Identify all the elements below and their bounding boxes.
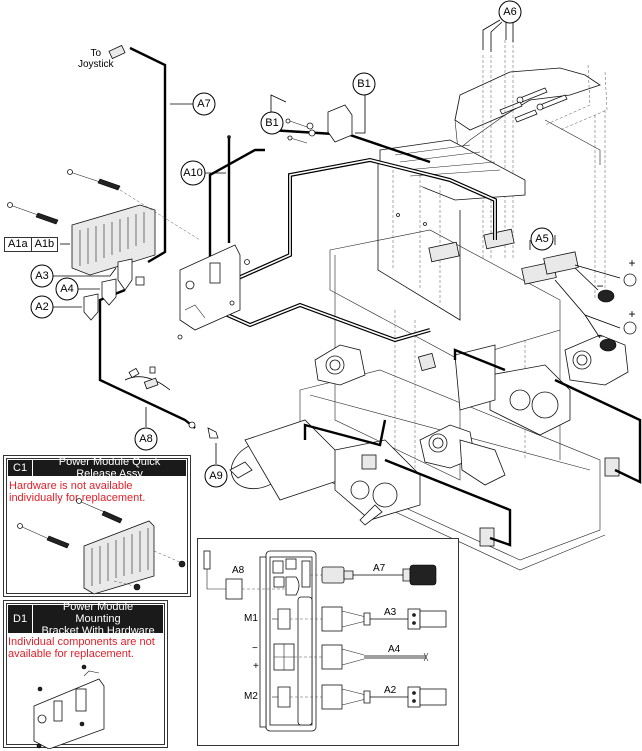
battery-terminal-positive xyxy=(623,321,637,335)
power-module xyxy=(7,169,201,276)
negative-terminal-label: − xyxy=(596,279,603,293)
inset-d1-note: Individual components are not available … xyxy=(8,636,155,660)
chassis-frame xyxy=(229,40,637,571)
wiring-label-a3: A3 xyxy=(384,607,397,618)
inset-c1-header: C1 Power Module Quick Release Assy xyxy=(8,456,186,480)
wiring-label-plus: + xyxy=(253,661,259,672)
bolt xyxy=(516,87,548,104)
a8-connector xyxy=(128,366,159,390)
callout-a9: A9 xyxy=(204,443,228,488)
harness-connectors xyxy=(83,258,145,321)
bolt xyxy=(536,94,568,111)
callouts: A6 A7 B1 B1 A10 A3 A xyxy=(30,0,556,488)
wiring-label-a2: A2 xyxy=(384,685,397,696)
callout-a8: A8 xyxy=(134,407,158,451)
callout-a10: A10 xyxy=(180,160,226,186)
battery-terminal-negative xyxy=(597,289,615,303)
callout-a5: A5 xyxy=(529,227,556,251)
callout-a6-label: A6 xyxy=(503,6,516,18)
battery-terminal-positive xyxy=(623,273,637,287)
callout-b1-right-label: B1 xyxy=(357,78,370,90)
inset-d1-title: Power Module Mounting Bracket With Hardw… xyxy=(33,601,163,637)
callout-a7: A7 xyxy=(170,92,216,116)
module-bolt xyxy=(67,169,121,191)
callout-a3-label: A3 xyxy=(35,270,48,282)
negative-terminal-label: − xyxy=(596,329,603,343)
inset-d1-title-line2: Bracket With Hardware xyxy=(41,625,155,637)
wiring-label-m2: M2 xyxy=(244,691,258,702)
joystick-plug xyxy=(108,44,126,60)
mounting-bracket xyxy=(177,244,250,340)
inset-wiring: A8 A7 A3 A4 A2 M1 − + M2 xyxy=(197,538,459,746)
callout-a9-label: A9 xyxy=(209,470,222,482)
wiring-label-a7: A7 xyxy=(373,563,386,574)
callout-a6: A6 xyxy=(482,0,522,52)
callout-b1-right: B1 xyxy=(352,72,376,134)
inset-d1-header: D1 Power Module Mounting Bracket With Ha… xyxy=(8,601,163,637)
callout-a2-label: A2 xyxy=(35,301,48,313)
wiring-illustration xyxy=(203,550,447,732)
wiring-label-m1: M1 xyxy=(244,613,258,624)
inset-c1-note: Hardware is not available individually f… xyxy=(9,480,146,504)
module-tag-a1b: A1b xyxy=(30,238,58,251)
positive-terminal-label: + xyxy=(628,256,635,270)
callout-a2: A2 xyxy=(30,295,82,319)
inset-c1-code: C1 xyxy=(8,460,34,476)
inset-d1: D1 Power Module Mounting Bracket With Ha… xyxy=(3,600,168,749)
inset-c1-illustration xyxy=(17,498,186,595)
battery-terminal-negative xyxy=(599,338,617,352)
a9-fuse xyxy=(188,421,219,439)
motor-connector xyxy=(417,352,437,372)
bolt xyxy=(499,101,523,115)
callout-a5-label: A5 xyxy=(535,233,548,245)
callout-b1-left-label: B1 xyxy=(265,117,278,129)
wiring-label-a4: A4 xyxy=(388,644,401,655)
inset-c1-title: Power Module Quick Release Assy xyxy=(58,456,161,480)
wall-connector xyxy=(604,457,620,477)
module-bolt xyxy=(7,202,59,225)
wiring-label-minus: − xyxy=(252,643,258,654)
wiring-label-a8: A8 xyxy=(232,565,245,576)
inset-d1-title-line1: Power Module Mounting xyxy=(62,601,134,625)
battery-connector xyxy=(428,228,579,285)
positive-terminal-label: + xyxy=(628,307,635,321)
inset-d1-code: D1 xyxy=(8,605,34,633)
motor-right xyxy=(454,344,571,436)
inset-d1-illustration xyxy=(33,664,105,749)
callout-a4: A4 xyxy=(55,277,100,301)
callout-a8-label: A8 xyxy=(139,433,152,445)
motor-left xyxy=(229,419,421,526)
module-tag: A1a A1b xyxy=(4,237,59,252)
callout-a7-label: A7 xyxy=(197,98,210,110)
module-tag-a1a: A1a xyxy=(8,238,28,250)
bolt xyxy=(514,109,538,123)
inset-c1: C1 Power Module Quick Release Assy Hardw… xyxy=(3,455,191,597)
callout-a10-label: A10 xyxy=(183,167,203,179)
callout-a4-label: A4 xyxy=(60,283,73,295)
motor-connector xyxy=(361,454,377,470)
circuit-breaker xyxy=(285,104,353,144)
joystick-label: To Joystick xyxy=(78,48,114,70)
wall-connector xyxy=(479,527,495,547)
callout-b1-left: B1 xyxy=(260,94,287,135)
callout-a3: A3 xyxy=(30,264,117,288)
